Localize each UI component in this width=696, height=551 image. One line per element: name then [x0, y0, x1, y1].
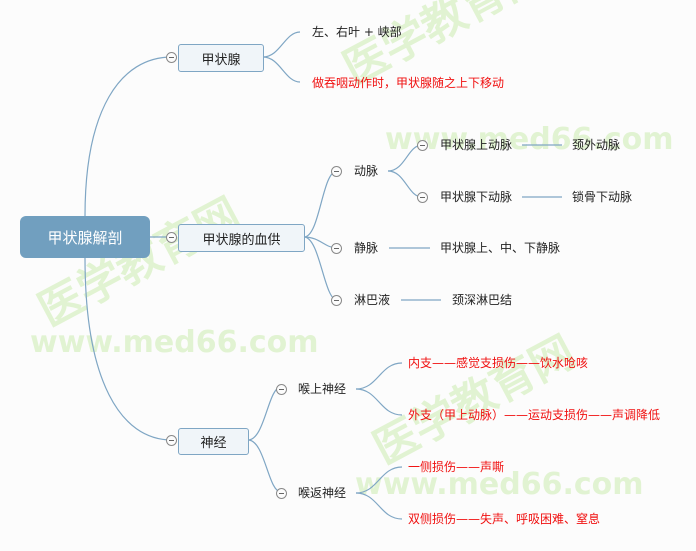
collapse-toggle-icon[interactable] [331, 243, 342, 254]
node-blood-supply[interactable]: 甲状腺的血供 [178, 224, 305, 252]
collapse-toggle-icon[interactable] [166, 52, 177, 63]
collapse-toggle-icon[interactable] [276, 384, 287, 395]
collapse-toggle-icon[interactable] [166, 232, 177, 243]
node-unilateral-injury[interactable]: 一侧损伤——声嘶 [408, 460, 505, 474]
collapse-toggle-icon[interactable] [166, 435, 177, 446]
node-thyroid[interactable]: 甲状腺 [178, 44, 264, 72]
node-nerve[interactable]: 神经 [178, 428, 249, 455]
node-inferior-thyroid-artery[interactable]: 甲状腺下动脉 [440, 190, 513, 204]
node-thyroid-structure[interactable]: 左、右叶 + 峡部 [312, 25, 402, 39]
node-thyroid-swallow[interactable]: 做吞咽动作时，甲状腺随之上下移动 [312, 76, 505, 90]
node-blood-supply-label: 甲状腺的血供 [202, 232, 281, 248]
node-deep-cervical-nodes[interactable]: 颈深淋巴结 [452, 293, 513, 307]
node-external-carotid[interactable]: 颈外动脉 [572, 138, 621, 152]
root-node[interactable]: 甲状腺解剖 [20, 216, 150, 258]
node-superior-thyroid-artery[interactable]: 甲状腺上动脉 [440, 138, 513, 152]
collapse-toggle-icon[interactable] [276, 488, 287, 499]
node-bilateral-injury[interactable]: 双侧损伤——失声、呼吸困难、窒息 [408, 512, 601, 526]
node-thyroid-veins[interactable]: 甲状腺上、中、下静脉 [440, 241, 561, 255]
node-nerve-label: 神经 [200, 436, 227, 451]
collapse-toggle-icon[interactable] [417, 192, 428, 203]
node-internal-branch[interactable]: 内支——感觉支损伤——饮水呛咳 [408, 356, 589, 370]
node-artery[interactable]: 动脉 [354, 164, 379, 178]
node-subclavian[interactable]: 锁骨下动脉 [572, 190, 633, 204]
collapse-toggle-icon[interactable] [331, 166, 342, 177]
node-lymph[interactable]: 淋巴液 [354, 293, 391, 307]
node-external-branch[interactable]: 外支（甲上动脉）——运动支损伤——声调降低 [408, 408, 661, 422]
node-superior-laryngeal-nerve[interactable]: 喉上神经 [298, 382, 347, 396]
node-vein[interactable]: 静脉 [354, 241, 379, 255]
node-recurrent-laryngeal-nerve[interactable]: 喉返神经 [298, 486, 347, 500]
root-label: 甲状腺解剖 [47, 228, 123, 247]
collapse-toggle-icon[interactable] [331, 295, 342, 306]
node-thyroid-label: 甲状腺 [201, 52, 241, 68]
collapse-toggle-icon[interactable] [417, 140, 428, 151]
